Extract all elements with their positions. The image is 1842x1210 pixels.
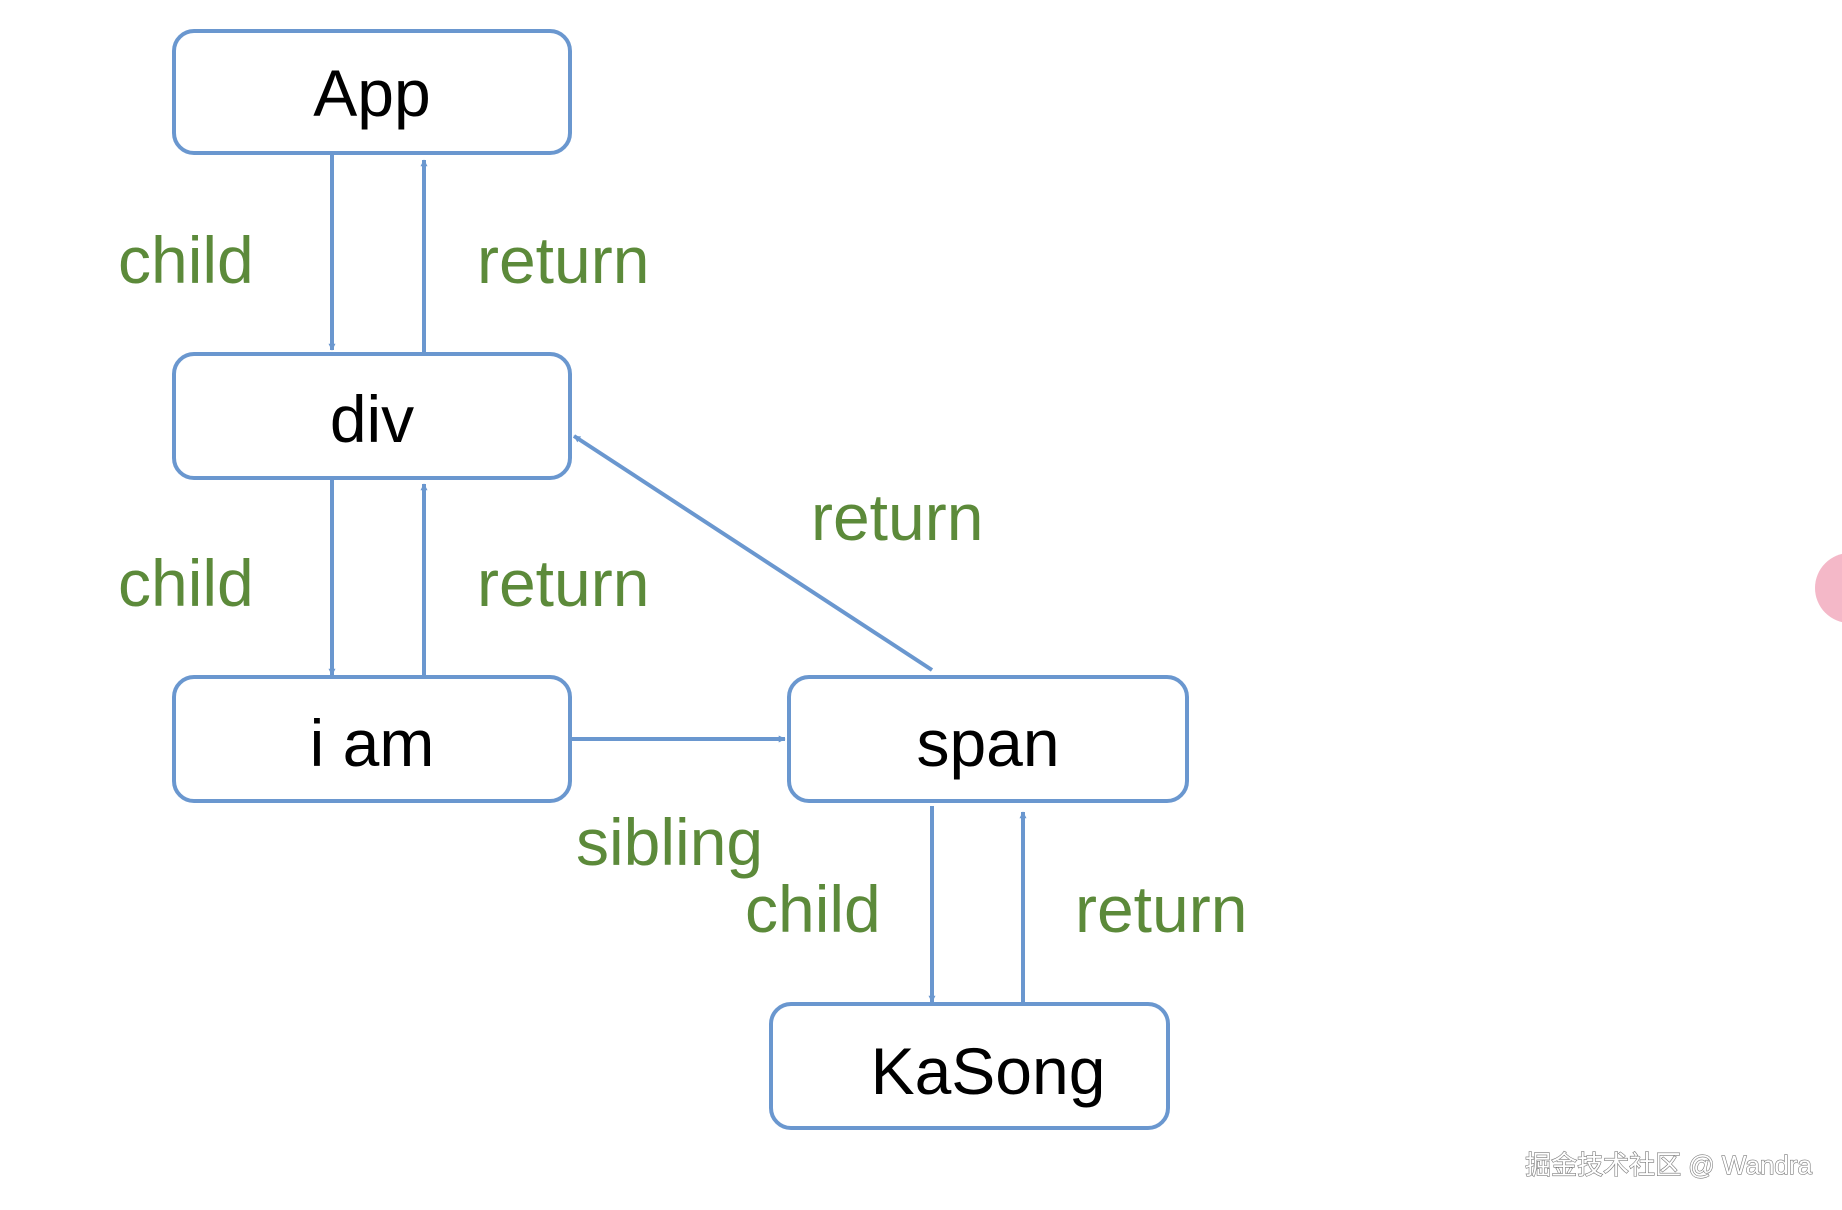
- node-span: span: [787, 675, 1189, 803]
- edge-label-app-div-child: child: [118, 223, 254, 297]
- node-kasong: KaSong: [769, 1002, 1170, 1130]
- watermark-text: 掘金技术社区 @ Wandra: [1525, 1150, 1812, 1180]
- edge-label-iam-span-sibling: sibling: [576, 805, 763, 879]
- edge-label-div-iam-child: child: [118, 546, 254, 620]
- node-kasong-box: [769, 1002, 1170, 1130]
- edge-label-span-kasong-child: child: [745, 872, 881, 946]
- node-iam: i am: [172, 675, 572, 803]
- edge-label-span-div-return: return: [811, 480, 983, 554]
- edge-label-div-app-return: return: [477, 223, 649, 297]
- node-app: App: [172, 29, 572, 155]
- node-kasong-label: KaSong: [871, 1034, 1106, 1108]
- node-app-box: [172, 29, 572, 155]
- edge-span-div-return: [572, 434, 934, 672]
- node-div-label: div: [330, 382, 414, 456]
- node-iam-box: [172, 675, 572, 803]
- edges-layer: [328, 155, 1027, 1003]
- edge-label-iam-div-return: return: [477, 546, 649, 620]
- edge-labels-layer: child return child return sibling return…: [118, 223, 1247, 946]
- node-span-label: span: [916, 706, 1059, 780]
- node-div: div: [172, 352, 572, 480]
- edge-label-kasong-span-return: return: [1075, 872, 1247, 946]
- node-div-box: [172, 352, 572, 480]
- node-iam-label: i am: [310, 706, 435, 780]
- nodes-layer: App div i am span KaSong: [172, 29, 1189, 1130]
- edge-bubble: [1815, 553, 1842, 623]
- node-span-box: [787, 675, 1189, 803]
- node-app-label: App: [313, 56, 430, 130]
